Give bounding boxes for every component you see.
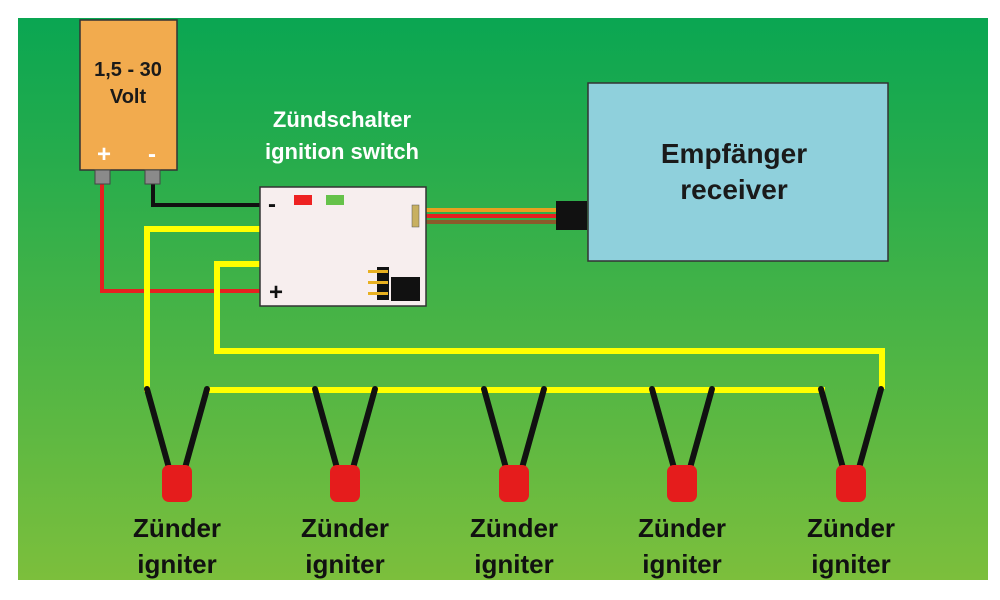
igniter-label-en: igniter [137,549,216,579]
battery-body [79,19,178,171]
igniter-label-en: igniter [474,549,553,579]
battery-plus-label: + [97,141,111,168]
igniter-leg-left [818,386,846,471]
igniter-label-de: Zünder [133,513,221,543]
igniter-leg-right [519,386,547,471]
igniter-leg-right [350,386,378,471]
igniter: Zünder igniter [301,386,389,579]
igniter-head [499,465,529,502]
igniter-head [836,465,866,502]
switch-title-de: Zündschalter [273,107,412,132]
wire-yellow-lead-2 [214,261,885,389]
switch-title-en: ignition switch [265,139,419,164]
igniter-label-en: igniter [305,549,384,579]
switch-servo-socket [411,204,420,228]
battery-voltage: 1,5 - 30 [94,59,162,81]
igniter-leg-right [687,386,715,471]
igniter: Zünder igniter [807,386,895,579]
wire-red-positive [100,182,262,293]
switch-minus-label: - [268,191,276,218]
igniter: Zünder igniter [133,386,221,579]
igniter-leg-right [182,386,210,471]
igniter-leg-left [649,386,677,471]
igniter-label-de: Zünder [301,513,389,543]
igniter: Zünder igniter [638,386,726,579]
receiver: Empfänger receiver [587,82,889,262]
igniter-label-de: Zünder [470,513,558,543]
switch-plus-label: + [269,279,283,306]
ignition-switch: Zündschalter ignition switch - + [259,107,427,307]
pin-header [368,267,420,301]
battery-positive-terminal [94,169,111,185]
igniter-label-en: igniter [811,549,890,579]
led-red [294,195,312,205]
receiver-servo-plug [556,201,587,230]
igniter-leg-left [312,386,340,471]
igniter-head [667,465,697,502]
igniter-leg-left [481,386,509,471]
igniter-head [162,465,192,502]
igniter-label-de: Zünder [638,513,726,543]
receiver-label-en: receiver [680,174,788,205]
led-green [326,195,344,205]
igniter-label-en: igniter [642,549,721,579]
receiver-label-de: Empfänger [661,138,807,169]
battery-unit: Volt [110,86,147,108]
igniters: ZünderigniterZünderigniterZünderigniterZ… [133,386,895,579]
wires [100,182,885,393]
wire-yellow-lead-1 [144,226,262,392]
wire-black-negative [151,182,262,207]
battery-minus-label: - [148,141,156,168]
battery: 1,5 - 30 Volt + - [79,19,178,185]
igniter-leg-right [856,386,884,471]
igniter: Zünder igniter [470,386,558,579]
igniter-head [330,465,360,502]
igniter-label-de: Zünder [807,513,895,543]
receiver-box [587,82,889,262]
battery-negative-terminal [144,169,161,185]
igniter-leg-left [144,386,172,471]
